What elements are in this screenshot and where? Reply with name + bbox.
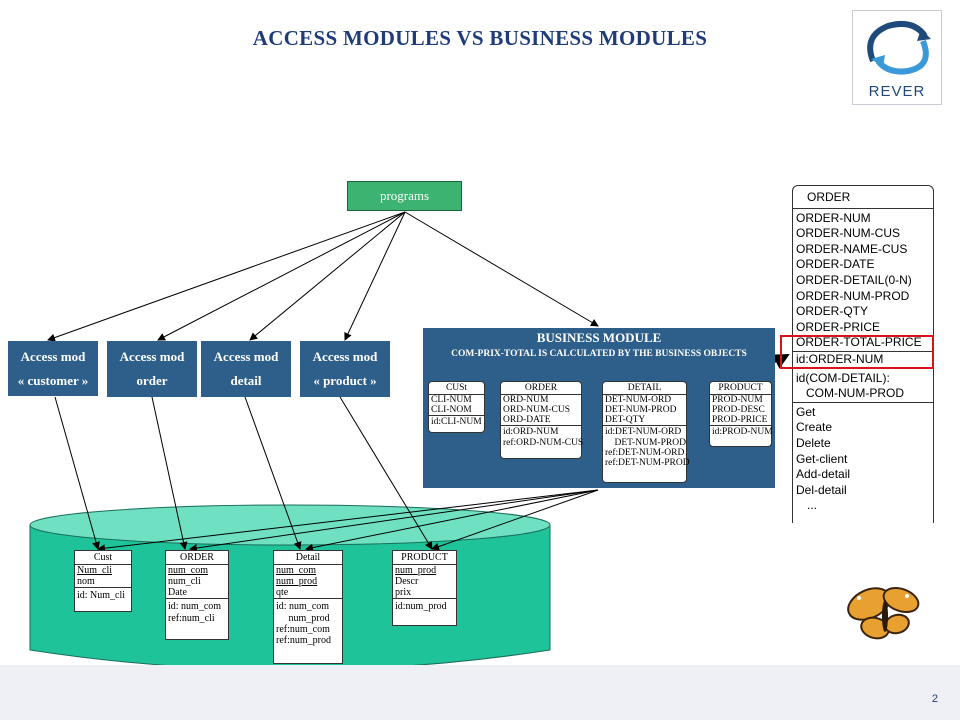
class-identifier: COM-NUM-PROD [796,386,904,401]
table-field: Descr [395,576,419,587]
table-name: ORDER [166,551,228,565]
butterfly-icon [847,586,920,640]
access-module-target: order [136,373,168,388]
business-module-subtitle: COM-PRIX-TOTAL IS CALCULATED BY THE BUSI… [451,349,747,359]
entity-cust: CUSt CLI-NUM CLI-NOM id:CLI-NUM [428,381,485,433]
entity-name: DETAIL [603,382,686,395]
entity-name: PRODUCT [710,382,771,395]
class-name: ORDER [793,186,933,209]
entity-name: CUSt [429,382,484,395]
logo-text: REVER [868,83,926,100]
entity-field: DET-NUM-ORD [605,395,672,405]
table-key: id: num_com [166,598,228,613]
page-number: 2 [931,693,938,705]
class-attribute: ORDER-DATE [796,257,875,272]
business-module: BUSINESS MODULE COM-PRIX-TOTAL IS CALCUL… [423,328,775,488]
entity-key: DET-NUM-PROD [605,438,686,448]
table-field: qte [276,587,289,598]
class-attribute: ORDER-NUM-PROD [796,288,910,303]
entity-name: ORDER [501,382,581,395]
entity-key: ref:ORD-NUM-CUS [503,438,584,448]
entity-field: CLI-NOM [431,405,472,415]
entity-field: ORD-NUM-CUS [503,405,571,415]
slide-title: ACCESS MODULES VS BUSINESS MODULES [252,26,708,50]
entity-field: PROD-NUM [712,395,763,405]
table-field: num_cli [168,576,201,587]
entity-field: DET-NUM-PROD [605,405,677,415]
class-method: Get [793,401,933,421]
class-method: Del-detail [796,482,847,497]
entity-key: id:ORD-NUM [501,425,581,438]
class-attribute: ORDER-QTY [796,304,868,319]
table-order: ORDER num_com num_cli Date id: num_com r… [165,550,229,640]
entity-key: id:CLI-NUM [429,415,484,428]
class-attribute-total-price: ORDER-TOTAL-PRICE [796,335,922,350]
table-field: num_prod [276,576,318,587]
class-attribute: ORDER-NUM [796,210,871,225]
class-method: Add-detail [796,467,851,482]
table-product: PRODUCT num_prod Descr prix id:num_prod [392,550,457,626]
footer-band [0,665,960,720]
access-module-detail: Access mod detail [201,341,291,397]
class-identifier: id(COM-DETAIL): [793,367,933,387]
table-field: Num_cli [77,565,112,576]
class-attribute: ORDER-NUM-CUS [796,226,900,241]
table-field: num_prod [395,565,437,576]
entity-field: ORD-DATE [503,415,551,425]
table-key: id: Num_cli [75,587,131,602]
entity-key: id:PROD-NUM [710,425,773,437]
table-field: Date [168,587,187,598]
entity-detail: DETAIL DET-NUM-ORD DET-NUM-PROD DET-QTY … [602,381,690,483]
table-key: id:num_prod [393,598,456,613]
access-module-target: « customer » [17,372,89,388]
table-key: ref:num_prod [276,635,331,646]
class-method: Create [796,420,833,435]
access-module-order: Access mod order [107,341,197,397]
access-module-label: Access mod [213,349,279,364]
total-price-highlight [780,335,934,369]
access-module-label: Access mod [312,349,378,364]
entity-field: PROD-PRICE [712,415,768,425]
access-module-target: « product » [313,373,377,388]
access-module-product: Access mod « product » [300,341,390,397]
class-attribute: ORDER-PRICE [796,319,881,334]
entity-key: ref:DET-NUM-ORD [605,448,685,458]
order-class-box: ORDER ORDER-NUM ORDER-NUM-CUS ORDER-NAME… [792,185,934,523]
table-field: prix [395,587,412,598]
table-key: id: num_com [274,598,342,613]
entity-field: DET-QTY [605,415,646,425]
access-module-customer: Access mod « customer » [8,341,98,396]
entity-field: ORD-NUM [503,395,549,405]
table-field: num_com [168,565,208,576]
entity-key: ref:DET-NUM-PROD [605,458,690,468]
entity-order: ORDER ORD-NUM ORD-NUM-CUS ORD-DATE id:OR… [500,381,584,459]
entity-product: PRODUCT PROD-NUM PROD-DESC PROD-PRICE id… [709,381,773,447]
entity-field: PROD-DESC [712,405,765,415]
access-module-label: Access mod [20,348,86,364]
entity-field: CLI-NUM [431,395,472,405]
logo-swirl-icon [867,21,931,75]
rever-logo: REVER [852,10,942,105]
table-name: PRODUCT [393,551,456,565]
entity-key: id:DET-NUM-ORD [603,425,686,438]
class-attribute: ORDER-NAME-CUS [796,241,908,256]
access-module-label: Access mod [119,349,185,364]
table-name: Cust [75,551,131,565]
class-attribute: ORDER-DETAIL(0-N) [796,272,912,287]
access-module-target: detail [230,373,262,388]
table-detail: Detail num_com num_prod qte id: num_com … [273,550,343,664]
table-name: Detail [274,551,342,565]
table-field: nom [77,576,95,587]
table-key: ref:num_cli [168,613,215,624]
programs-box: programs [347,181,462,211]
class-method: ... [807,498,818,513]
table-field: num_com [276,565,316,576]
table-key: num_prod [276,613,330,624]
class-identifier: id:ORDER-NUM [793,350,933,368]
class-method: Delete [796,435,831,450]
table-key: ref:num_com [276,624,330,635]
table-cust: Cust Num_cli nom id: Num_cli [74,550,132,612]
class-method: Get-client [796,451,848,466]
business-module-title: BUSINESS MODULE [536,330,662,345]
